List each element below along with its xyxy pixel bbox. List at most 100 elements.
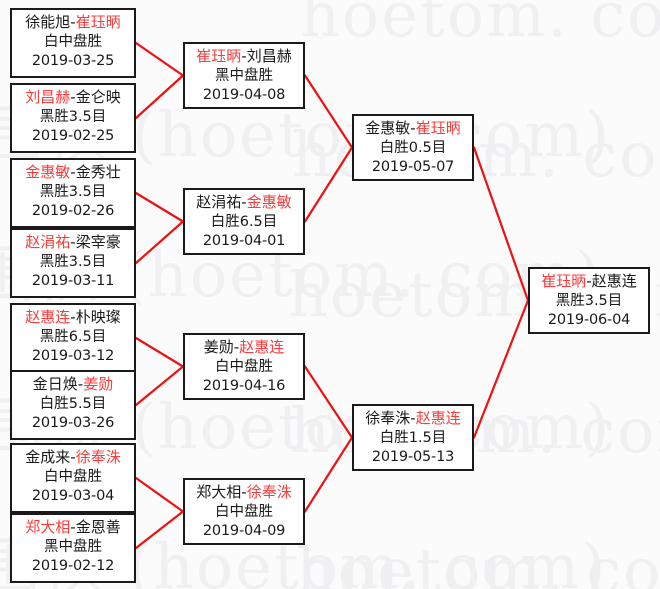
player-loser: 金仑映 bbox=[75, 88, 121, 106]
watermark-text: hoetom. com) bbox=[290, 394, 660, 467]
player-separator: - bbox=[586, 272, 592, 290]
player-winner: 崔珏昞 bbox=[196, 47, 242, 65]
connector-line bbox=[134, 510, 185, 550]
player-separator: - bbox=[77, 375, 84, 393]
player-separator: - bbox=[410, 119, 416, 137]
match-date: 2019-04-09 bbox=[202, 522, 286, 539]
player-winner: 赵惠连 bbox=[415, 409, 461, 427]
match-players: 金惠敏-崔珏昞 bbox=[358, 119, 468, 139]
match-result: 白胜5.5目 bbox=[39, 395, 107, 412]
player-separator: - bbox=[241, 483, 247, 501]
match-players: 崔珏昞-刘昌赫 bbox=[189, 47, 299, 67]
connector-line bbox=[303, 365, 354, 439]
connector-line bbox=[472, 299, 530, 439]
watermark-text: hoetom. com) bbox=[292, 118, 660, 191]
match-players: 刘昌赫-金仑映 bbox=[16, 88, 130, 108]
player-loser: 金成来 bbox=[25, 448, 71, 466]
match-players: 徐奉洙-赵惠连 bbox=[358, 409, 468, 429]
player-winner: 金惠敏 bbox=[246, 193, 292, 211]
player-separator: - bbox=[70, 88, 76, 106]
watermark-text: hoetom. com) bbox=[300, 0, 660, 51]
match-result: 黑胜6.5目 bbox=[39, 328, 107, 345]
match-date: 2019-04-16 bbox=[202, 377, 286, 394]
match-result: 白胜1.5目 bbox=[379, 429, 447, 446]
player-winner: 徐奉洙 bbox=[75, 448, 121, 466]
player-loser: 赵惠连 bbox=[591, 272, 637, 290]
connector-line bbox=[134, 74, 185, 120]
player-loser: 金秀壮 bbox=[75, 163, 121, 181]
match-date: 2019-03-12 bbox=[31, 347, 115, 364]
player-separator: - bbox=[70, 233, 76, 251]
connector-line bbox=[134, 220, 185, 265]
match-players: 徐能旭-崔珏昞 bbox=[16, 13, 130, 33]
connector-line bbox=[134, 365, 185, 407]
connector-line bbox=[134, 476, 185, 513]
match-result: 白中盘胜 bbox=[44, 33, 102, 50]
match-players: 赵涓祐-梁宰豪 bbox=[16, 233, 130, 253]
player-separator: - bbox=[70, 13, 76, 31]
player-separator: - bbox=[70, 163, 76, 181]
player-loser: 姜勋 bbox=[203, 338, 234, 356]
match-players: 崔珏昞-赵惠连 bbox=[534, 272, 644, 292]
connector-line bbox=[303, 436, 354, 513]
match-date: 2019-03-26 bbox=[31, 414, 115, 431]
player-winner: 赵惠连 bbox=[25, 308, 71, 326]
player-winner: 郑大相 bbox=[25, 518, 71, 536]
match-result: 黑胜3.5目 bbox=[555, 292, 623, 309]
player-winner: 刘昌赫 bbox=[25, 88, 71, 106]
match-players: 赵涓祐-金惠敏 bbox=[189, 193, 299, 213]
player-loser: 刘昌赫 bbox=[246, 47, 292, 65]
player-winner: 赵涓祐 bbox=[25, 233, 71, 251]
player-winner: 姜勋 bbox=[83, 375, 114, 393]
match-players: 金成来-徐奉洙 bbox=[16, 448, 130, 468]
player-winner: 徐奉洙 bbox=[246, 483, 292, 501]
match-date: 2019-06-04 bbox=[547, 311, 631, 328]
player-loser: 赵涓祐 bbox=[196, 193, 242, 211]
watermark-text: hoetom. com) bbox=[296, 534, 660, 589]
player-loser: 朴映璨 bbox=[75, 308, 121, 326]
player-separator: - bbox=[410, 409, 416, 427]
player-loser: 金惠敏 bbox=[365, 119, 411, 137]
connector-line bbox=[303, 74, 354, 149]
player-loser: 金恩善 bbox=[75, 518, 121, 536]
match-box[interactable]: 徐能旭-崔珏昞白中盘胜 2019-03-25 bbox=[10, 8, 136, 78]
match-date: 2019-03-25 bbox=[31, 52, 115, 69]
match-result: 黑胜3.5目 bbox=[39, 183, 107, 200]
connector-line bbox=[134, 191, 185, 223]
match-result: 白中盘胜 bbox=[44, 468, 102, 485]
match-players: 金惠敏-金秀壮 bbox=[16, 163, 130, 183]
match-date: 2019-05-13 bbox=[371, 448, 455, 465]
match-box[interactable]: 金日焕-姜勋白胜5.5目 2019-03-26 bbox=[10, 370, 136, 440]
player-loser: 梁宰豪 bbox=[75, 233, 121, 251]
player-winner: 崔珏昞 bbox=[75, 13, 121, 31]
match-result: 黑胜3.5目 bbox=[39, 253, 107, 270]
player-separator: - bbox=[241, 193, 247, 211]
match-box[interactable]: 崔珏昞-赵惠连黑胜3.5目 2019-06-04 bbox=[528, 267, 650, 334]
connector-line bbox=[303, 146, 354, 223]
match-result: 白中盘胜 bbox=[215, 503, 273, 520]
player-winner: 崔珏昞 bbox=[415, 119, 461, 137]
player-winner: 金惠敏 bbox=[25, 163, 71, 181]
player-loser: 郑大相 bbox=[196, 483, 242, 501]
connector-line bbox=[134, 41, 185, 77]
match-date: 2019-03-11 bbox=[31, 272, 115, 289]
player-separator: - bbox=[70, 448, 76, 466]
match-players: 金日焕-姜勋 bbox=[16, 375, 130, 395]
player-separator: - bbox=[233, 338, 240, 356]
player-winner: 赵惠连 bbox=[239, 338, 285, 356]
player-loser: 徐奉洙 bbox=[365, 409, 411, 427]
match-box[interactable]: 郑大相-徐奉洙白中盘胜 2019-04-09 bbox=[183, 478, 305, 545]
match-date: 2019-04-01 bbox=[202, 232, 286, 249]
